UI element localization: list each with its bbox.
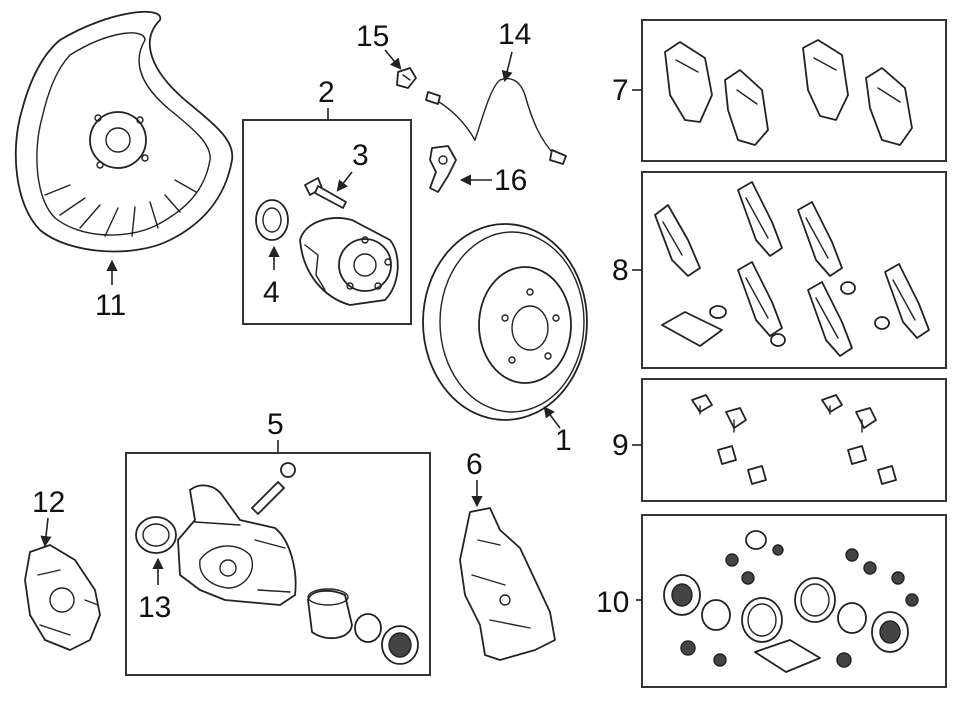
- piston-part: [307, 588, 353, 640]
- brake-rotor-part: [422, 223, 588, 421]
- callout-4: 4: [263, 276, 280, 309]
- pad-shim-set: [654, 181, 930, 357]
- caliper-part-12: [24, 544, 101, 651]
- wheel-hub-part: [299, 217, 399, 306]
- piston-seal-part: [135, 516, 177, 554]
- callout-15: 15: [356, 20, 389, 53]
- callout-16: 16: [494, 164, 527, 197]
- callout-14: 14: [498, 18, 531, 51]
- hub-bolt-part: [304, 177, 347, 209]
- piston-ring-part: [354, 613, 382, 643]
- seal-kit-box: [641, 514, 947, 688]
- hub-assembly-box: [242, 119, 412, 325]
- callout-11: 11: [95, 289, 126, 322]
- callout-2: 2: [318, 76, 335, 109]
- sensor-clip-part: [396, 67, 417, 89]
- callout-7: 7: [612, 74, 629, 107]
- callout-10: 10: [596, 586, 629, 619]
- brake-pad-set: [664, 39, 913, 146]
- callout-12: 12: [32, 486, 65, 519]
- callout-1: 1: [555, 424, 572, 457]
- seal-kit-set: [663, 530, 919, 673]
- callout-8: 8: [612, 254, 629, 287]
- pad-clip-set: [691, 394, 897, 485]
- callout-13: 13: [138, 591, 171, 624]
- callout-9: 9: [612, 429, 629, 462]
- speed-sensor-wire-part: [425, 77, 567, 165]
- caliper-bracket-part: [459, 507, 556, 661]
- speed-sensor-part: [429, 145, 457, 193]
- callout-5: 5: [267, 408, 284, 441]
- guide-pin-part: [251, 462, 296, 515]
- pad-clips-box: [641, 378, 947, 502]
- piston-boot-part: [381, 625, 419, 665]
- caliper-body-part: [177, 484, 297, 606]
- hub-seal-part: [255, 199, 289, 241]
- callout-3: 3: [352, 139, 369, 172]
- callout-6: 6: [466, 448, 483, 481]
- dust-shield-part: [14, 10, 234, 253]
